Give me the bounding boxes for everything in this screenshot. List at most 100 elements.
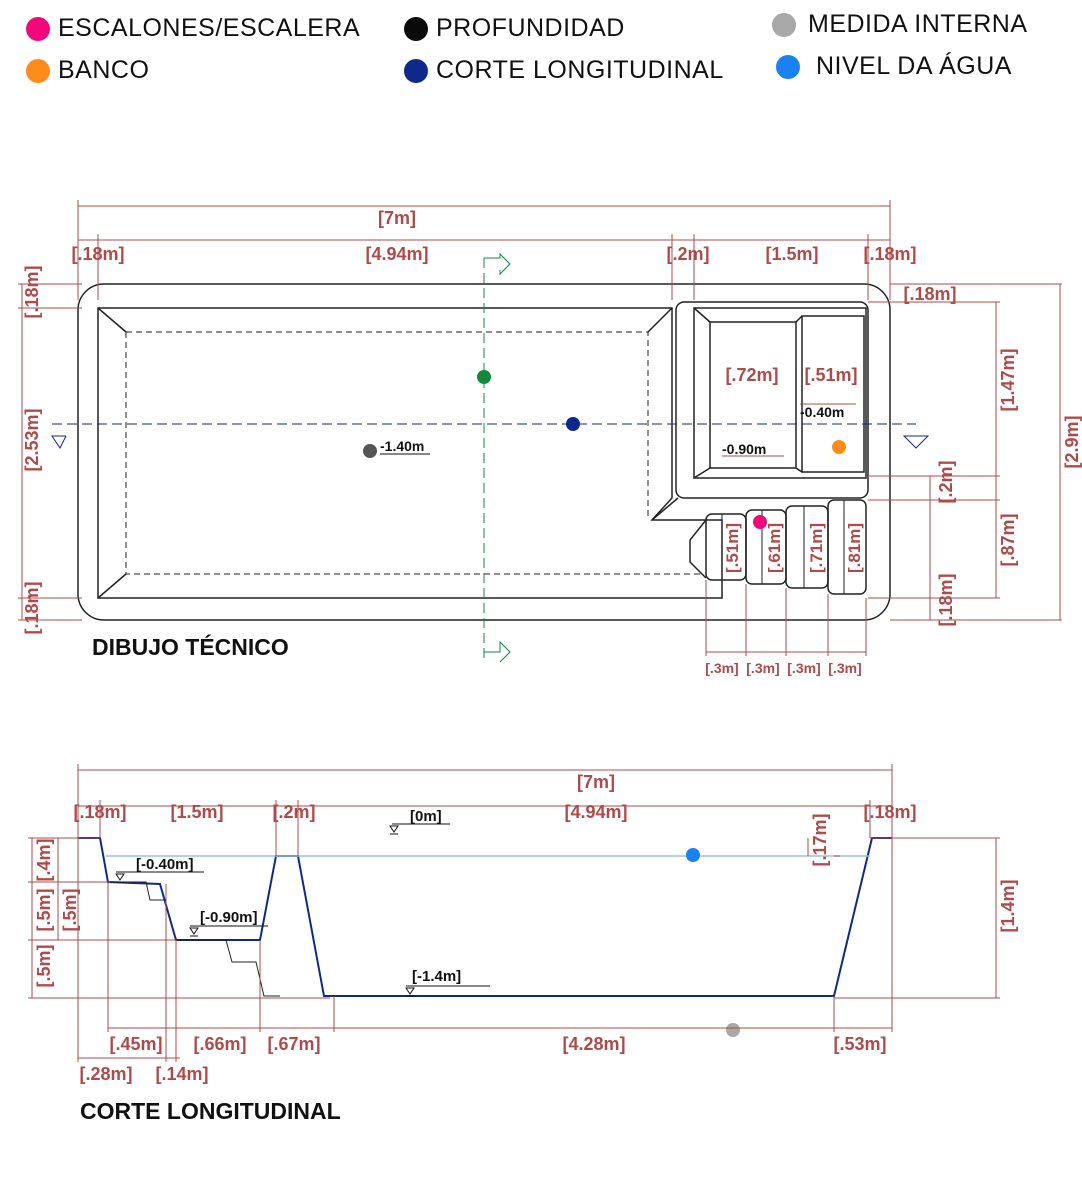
cut-arrow-icon (484, 252, 511, 276)
pool-inner-wall (97, 307, 723, 599)
plan-segment-5: [.18m] (863, 244, 916, 264)
plan-left-dim-2: [2.53m] (22, 408, 42, 471)
step-width-2: [.3m] (746, 660, 779, 676)
orange-dot-icon (26, 58, 50, 83)
medida-marker-icon (726, 1023, 740, 1037)
corner-chamfer (647, 307, 673, 333)
legend-banco: BANCO (26, 56, 149, 85)
step-width-1: [.3m] (705, 660, 738, 676)
corner-chamfer (97, 307, 127, 333)
section-view (78, 837, 892, 997)
legend-escalones: ESCALONES/ESCALERA (26, 14, 360, 43)
legend-corte: CORTE LONGITUDINAL (404, 56, 724, 85)
plan-depth-label: -1.40m (380, 438, 424, 454)
escalones-marker-icon (753, 515, 767, 529)
plan-total-width: [2.9m] (1062, 415, 1082, 468)
section-top-2: [1.5m] (170, 802, 223, 822)
section-right-2: [1.4m] (998, 879, 1018, 932)
section-cut-lines (51, 252, 930, 663)
blue-dot-icon (776, 54, 800, 79)
plan-right-dim-4: [.18m] (936, 573, 956, 626)
plan-segment-3: [.2m] (666, 244, 709, 264)
navy-dot-icon (404, 58, 428, 83)
section-top-4: [4.94m] (564, 802, 627, 822)
level-markers (115, 823, 490, 997)
section-left-3: [.5m] (34, 944, 54, 987)
plan-segment-4: [1.5m] (765, 244, 818, 264)
plan-dimension-lines (18, 200, 1062, 656)
plan-segment-2: [4.94m] (365, 244, 428, 264)
bench-chamfer (795, 315, 803, 323)
section-top-5: [.18m] (863, 802, 916, 822)
section-bottom-5: [.53m] (833, 1034, 886, 1054)
step-4 (827, 499, 867, 595)
section-profile (78, 837, 892, 997)
level-0: [0m] (410, 808, 442, 825)
step-dim-2: [.61m] (765, 523, 784, 573)
bench-chamfer (693, 307, 711, 323)
legend-nivel-label: NIVEL DA ÁGUA (816, 52, 1012, 80)
plan-left-dim-3: [.18m] (22, 581, 42, 634)
bench-level-2: -0.90m (722, 441, 766, 457)
depth-marker-icon (363, 444, 377, 458)
corner-chamfer (651, 497, 679, 521)
step-dim-1: [.51m] (723, 523, 742, 573)
section-bottom-4: [4.28m] (562, 1034, 625, 1054)
bench-seat-2 (801, 315, 865, 473)
level-140: [-1.4m] (412, 968, 461, 985)
section-bottom-6: [.28m] (79, 1064, 132, 1084)
step-dim-3: [.71m] (807, 523, 826, 573)
corte-marker-icon (566, 417, 580, 431)
plan-total-length: [7m] (378, 208, 416, 228)
legend-profundidad-label: PROFUNDIDAD (436, 14, 625, 42)
legend-escalones-label: ESCALONES/ESCALERA (58, 14, 361, 42)
legend-nivel: NIVEL DA ÁGUA (776, 52, 1012, 81)
bench-level-1: -0.40m (800, 404, 844, 420)
step-nose (689, 519, 707, 579)
plan-right-dim-2: [.2m] (936, 460, 956, 503)
plan-right-dim-1: [1.47m] (998, 348, 1018, 411)
plan-right-top: [.18m] (903, 284, 956, 304)
plan-left-dim-1: [.18m] (22, 265, 42, 318)
step-width-4: [.3m] (828, 660, 861, 676)
bench-seat-1 (709, 321, 797, 469)
section-bottom-1: [.45m] (109, 1034, 162, 1054)
level-090: [-0.90m] (200, 909, 258, 926)
pink-dot-icon (26, 16, 50, 41)
plan-segment-1: [.18m] (71, 244, 124, 264)
bench-outer (675, 301, 869, 499)
legend-medida-interna: MEDIDA INTERNA (772, 10, 1028, 39)
corner-chamfer (97, 573, 127, 599)
section-total-length: [7m] (577, 772, 615, 792)
section-wall-lines (108, 881, 280, 997)
bench-chamfer (795, 467, 803, 473)
section-left-1: [.4m] (34, 838, 54, 881)
section-dimension-lines (28, 764, 1000, 1062)
plan-title: DIBUJO TÉCNICO (92, 634, 289, 660)
legend-medida-interna-label: MEDIDA INTERNA (808, 10, 1028, 38)
section-left-4: [.5m] (60, 888, 80, 931)
cut-arrow-icon (902, 435, 930, 449)
bench-dim-1: [.72m] (725, 365, 778, 385)
step-width-3: [.3m] (787, 660, 820, 676)
section-top-3: [.2m] (272, 802, 315, 822)
bench-dim-2: [.51m] (804, 365, 857, 385)
bench-chamfer (693, 467, 711, 479)
legend-corte-label: CORTE LONGITUDINAL (436, 56, 724, 84)
gray-dot-icon (772, 12, 796, 37)
cut-arrow-icon (51, 435, 67, 449)
section-title: CORTE LONGITUDINAL (80, 1098, 341, 1124)
section-left-2: [.5m] (34, 888, 54, 931)
section-bottom-7: [.14m] (155, 1064, 208, 1084)
banco-marker-icon (832, 440, 846, 454)
cut-arrow-icon (484, 640, 511, 663)
section-top-1: [.18m] (73, 802, 126, 822)
green-marker-icon (477, 370, 491, 384)
level-040: [-0.40m] (136, 856, 194, 873)
nivel-marker-icon (686, 848, 700, 862)
step-dim-4: [.81m] (845, 523, 864, 573)
section-bottom-3: [.67m] (267, 1034, 320, 1054)
section-bottom-2: [.66m] (193, 1034, 246, 1054)
legend-profundidad: PROFUNDIDAD (404, 14, 625, 43)
